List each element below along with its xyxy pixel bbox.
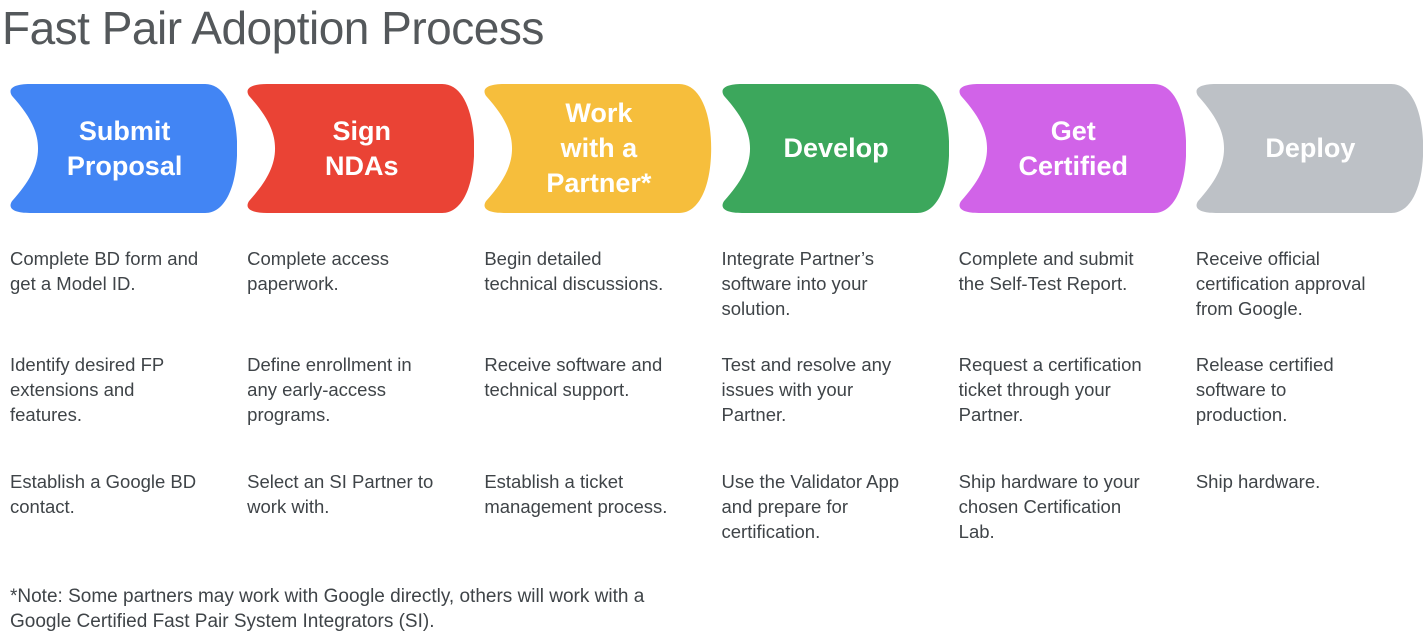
stage-label-develop: Develop <box>783 133 889 163</box>
arrow-pill-shape <box>1196 84 1423 213</box>
desc-sign-ndas-3: Select an SI Partner to work with. <box>247 471 434 517</box>
arrow-pill-shape <box>10 84 238 213</box>
arrow-pill-shape <box>722 84 949 213</box>
footnote: *Note: Some partners may work with Googl… <box>10 586 645 632</box>
desc-deploy-2: Release certified software to production… <box>1195 354 1334 425</box>
stage-shape-get-certified: Get Certified <box>949 84 1186 213</box>
stage-label-deploy: Deploy <box>1265 133 1356 163</box>
desc-work-with-partner-1: Begin detailed technical discussions. <box>484 248 664 294</box>
stage-label-submit-proposal: Submit Proposal <box>66 115 183 181</box>
stage-label-get-certified: Get Certified <box>1018 115 1128 181</box>
page-title: Fast Pair Adoption Process <box>2 2 544 54</box>
desc-get-certified-1: Complete and submit the Self-Test Report… <box>958 248 1134 294</box>
desc-work-with-partner-2: Receive software and technical support. <box>484 354 663 400</box>
stage-shape-work-with-partner: Work with a Partner* <box>474 84 712 213</box>
stage-shape-deploy: Deploy <box>1186 84 1423 213</box>
arrow-pill-shape <box>484 84 712 213</box>
desc-get-certified-3: Ship hardware to your chosen Certificati… <box>958 471 1140 542</box>
stage-label-sign-ndas: Sign NDAs <box>324 115 399 181</box>
stage-shape-submit-proposal: Submit Proposal <box>0 84 238 213</box>
desc-deploy-1: Receive official certification approval … <box>1195 248 1366 319</box>
arrow-pill-shape <box>247 84 475 213</box>
desc-sign-ndas-1: Complete access paperwork. <box>247 248 390 294</box>
desc-develop-3: Use the Validator App and prepare for ce… <box>721 471 900 542</box>
desc-sign-ndas-2: Define enrollment in any early-access pr… <box>247 354 412 425</box>
process-grid: Submit Proposal Sign NDAs Work with a Pa… <box>0 84 1423 584</box>
desc-submit-proposal-3: Establish a Google BD contact. <box>10 471 197 517</box>
arrow-pill-shape <box>959 84 1186 213</box>
stage-label-work-with-partner: Work with a Partner* <box>546 98 652 198</box>
desc-develop-2: Test and resolve any issues with your Pa… <box>721 354 892 425</box>
stage-shape-develop: Develop <box>712 84 949 213</box>
stage-shape-sign-ndas: Sign NDAs <box>237 84 475 213</box>
desc-get-certified-2: Request a certification ticket through y… <box>958 354 1142 425</box>
desc-submit-proposal-2: Identify desired FP extensions and featu… <box>10 354 165 425</box>
desc-work-with-partner-3: Establish a ticket management process. <box>484 471 668 517</box>
desc-deploy-3: Ship hardware. <box>1195 471 1321 492</box>
desc-develop-1: Integrate Partner’s software into your s… <box>721 248 875 319</box>
desc-submit-proposal-1: Complete BD form and get a Model ID. <box>10 248 199 294</box>
